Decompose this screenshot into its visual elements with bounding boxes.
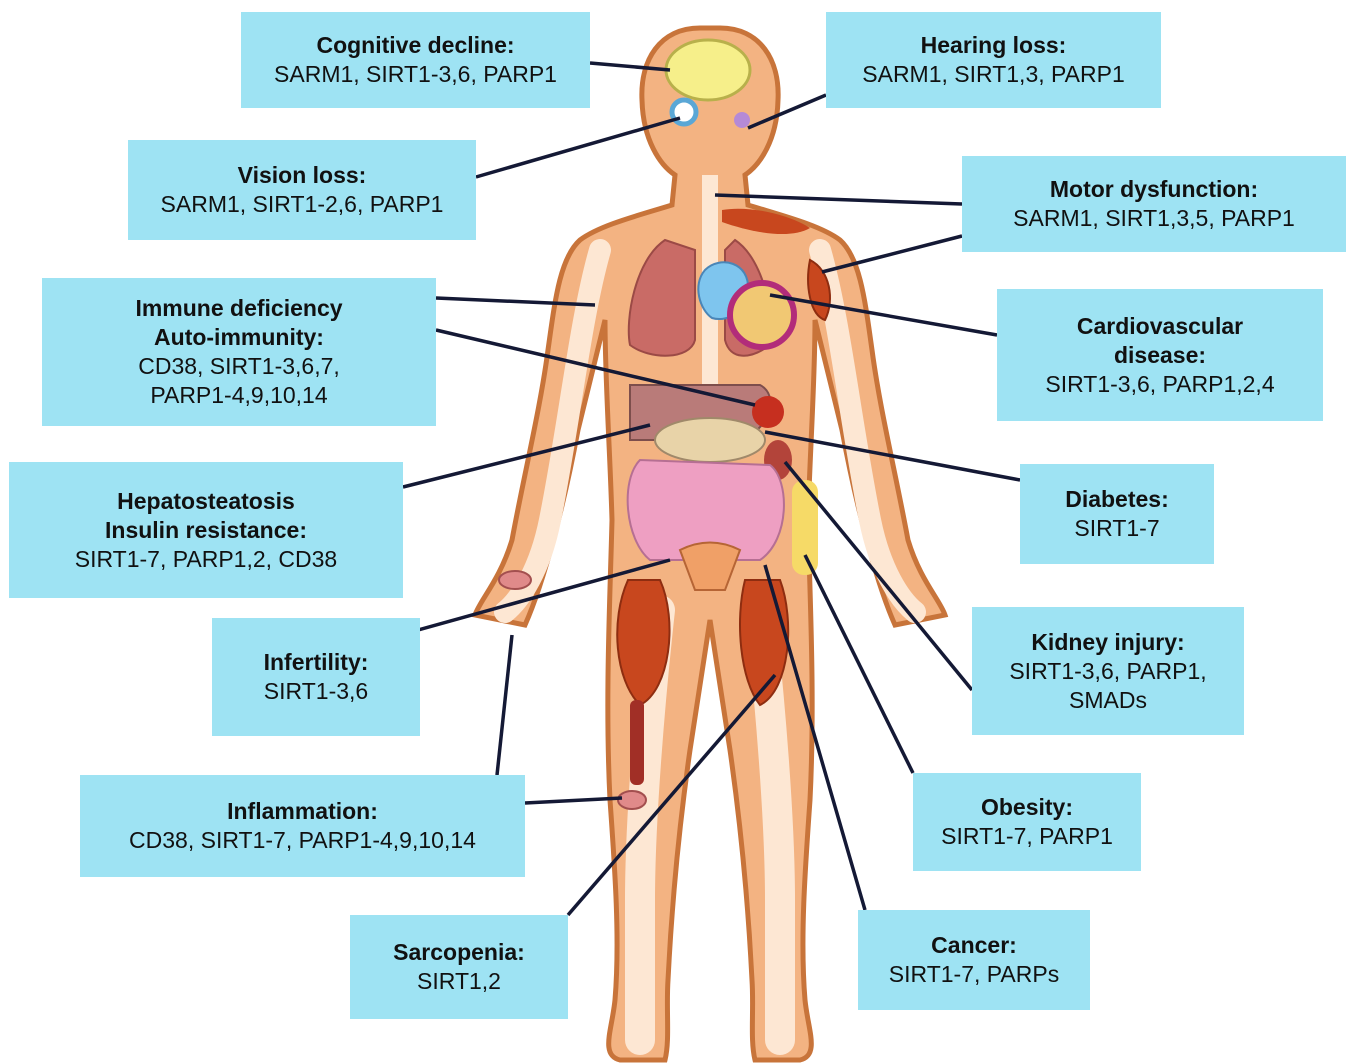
connector-inflammation-knee bbox=[525, 798, 622, 803]
label-title: Cognitive decline: bbox=[316, 31, 514, 60]
label-sarcopenia: Sarcopenia: SIRT1,2 bbox=[350, 915, 568, 1019]
label-detail: PARP1-4,9,10,14 bbox=[150, 381, 327, 410]
label-title: Cancer: bbox=[931, 931, 1017, 960]
label-title-line-2: Auto-immunity: bbox=[154, 323, 324, 352]
label-hepatosteatosis: Hepatosteatosis Insulin resistance: SIRT… bbox=[9, 462, 403, 598]
label-title: Sarcopenia: bbox=[393, 938, 525, 967]
connector-motor bbox=[715, 195, 962, 204]
label-detail: SIRT1-7, PARPs bbox=[889, 960, 1059, 989]
label-title: Infertility: bbox=[264, 648, 369, 677]
label-title: Inflammation: bbox=[227, 797, 378, 826]
label-title: Motor dysfunction: bbox=[1050, 175, 1258, 204]
label-cardiovascular-disease: Cardiovascular disease: SIRT1-3,6, PARP1… bbox=[997, 289, 1323, 421]
label-cancer: Cancer: SIRT1-7, PARPs bbox=[858, 910, 1090, 1010]
label-title: Immune deficiency bbox=[135, 294, 342, 323]
label-detail: CD38, SIRT1-7, PARP1-4,9,10,14 bbox=[129, 826, 476, 855]
label-inflammation: Inflammation: CD38, SIRT1-7, PARP1-4,9,1… bbox=[80, 775, 525, 877]
label-detail: SIRT1-7 bbox=[1074, 514, 1159, 543]
label-title: Cardiovascular bbox=[1077, 312, 1243, 341]
label-title: Hearing loss: bbox=[921, 31, 1067, 60]
spleen bbox=[752, 396, 784, 428]
heart-cross-section bbox=[730, 283, 794, 347]
label-title: Obesity: bbox=[981, 793, 1073, 822]
label-hearing-loss: Hearing loss: SARM1, SIRT1,3, PARP1 bbox=[826, 12, 1161, 108]
connector-inflammation-hand bbox=[497, 635, 512, 775]
label-detail: CD38, SIRT1-3,6,7, bbox=[138, 352, 340, 381]
label-motor-dysfunction: Motor dysfunction: SARM1, SIRT1,3,5, PAR… bbox=[962, 156, 1346, 252]
label-detail: SIRT1-7, PARP1 bbox=[941, 822, 1113, 851]
label-vision-loss: Vision loss: SARM1, SIRT1-2,6, PARP1 bbox=[128, 140, 476, 240]
label-infertility: Infertility: SIRT1-3,6 bbox=[212, 618, 420, 736]
brain bbox=[666, 40, 750, 100]
label-title: Diabetes: bbox=[1065, 485, 1169, 514]
label-cognitive-decline: Cognitive decline: SARM1, SIRT1-3,6, PAR… bbox=[241, 12, 590, 108]
pancreas bbox=[655, 418, 765, 462]
connector-vision bbox=[476, 118, 680, 177]
ear-organ bbox=[734, 112, 750, 128]
label-detail: SIRT1-3,6, PARP1,2,4 bbox=[1045, 370, 1274, 399]
label-detail: SIRT1,2 bbox=[417, 967, 501, 996]
label-title-line-2: Insulin resistance: bbox=[105, 516, 307, 545]
label-immune-deficiency: Immune deficiency Auto-immunity: CD38, S… bbox=[42, 278, 436, 426]
label-obesity: Obesity: SIRT1-7, PARP1 bbox=[913, 773, 1141, 871]
label-diabetes: Diabetes: SIRT1-7 bbox=[1020, 464, 1214, 564]
label-detail: SIRT1-3,6, PARP1, bbox=[1009, 657, 1206, 686]
label-detail: SARM1, SIRT1-3,6, PARP1 bbox=[274, 60, 557, 89]
adipose-tissue bbox=[792, 480, 818, 575]
label-title: Kidney injury: bbox=[1031, 628, 1184, 657]
label-detail: SARM1, SIRT1-2,6, PARP1 bbox=[161, 190, 444, 219]
label-kidney-injury: Kidney injury: SIRT1-3,6, PARP1, SMADs bbox=[972, 607, 1244, 735]
label-detail: SMADs bbox=[1069, 686, 1147, 715]
hand-joint bbox=[499, 571, 531, 589]
label-detail: SIRT1-7, PARP1,2, CD38 bbox=[75, 545, 337, 574]
label-title-line-2: disease: bbox=[1114, 341, 1206, 370]
knee-joint bbox=[618, 791, 646, 809]
label-title: Vision loss: bbox=[238, 161, 367, 190]
label-detail: SARM1, SIRT1,3, PARP1 bbox=[862, 60, 1124, 89]
label-detail: SARM1, SIRT1,3,5, PARP1 bbox=[1013, 204, 1295, 233]
label-title: Hepatosteatosis bbox=[117, 487, 295, 516]
shin-muscle bbox=[630, 700, 644, 785]
label-detail: SIRT1-3,6 bbox=[264, 677, 368, 706]
